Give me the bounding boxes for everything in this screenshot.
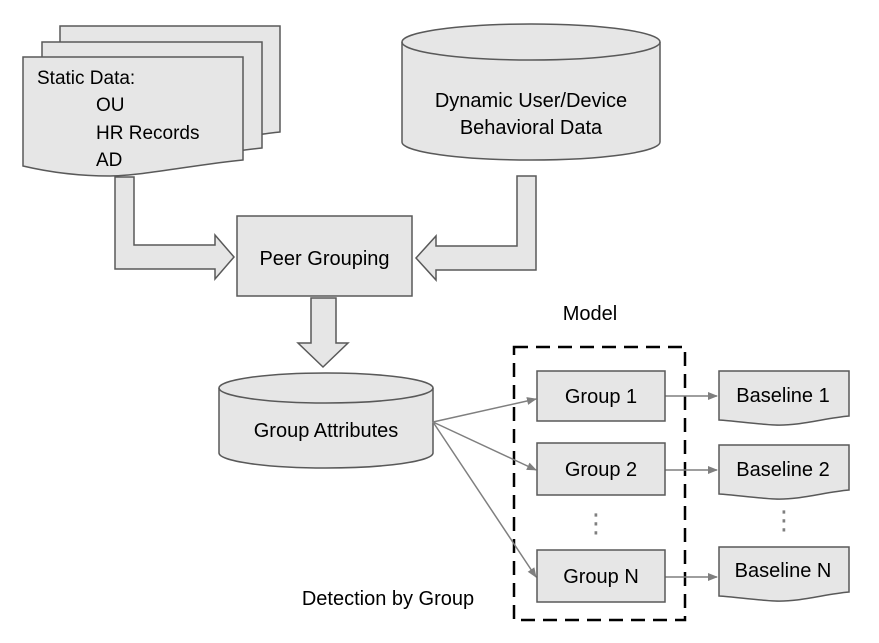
baseline-doc-2: Baseline 2 — [718, 444, 850, 500]
baselines-ellipsis: ⋮ — [771, 505, 797, 535]
groups-ellipsis: ⋮ — [583, 508, 609, 538]
static-data-item-ad: AD — [96, 150, 122, 171]
dynamic-data-cylinder — [401, 23, 661, 161]
baseline-doc-n: Baseline N — [718, 546, 850, 602]
peer-grouping-label: Peer Grouping — [259, 248, 389, 270]
static-data-documents — [22, 25, 281, 177]
block-arrow-static-to-peer — [114, 176, 235, 282]
detection-by-group-label: Detection by Group — [302, 588, 474, 610]
block-arrow-dynamic-to-peer — [414, 175, 537, 282]
arrow-attributes-to-group-2 — [432, 421, 537, 471]
arrow-attributes-to-group-n — [432, 421, 537, 578]
group-n-label: Group N — [563, 566, 639, 588]
baseline-doc-1: Baseline 1 — [718, 370, 850, 426]
group-box-1: Group 1 — [536, 370, 666, 422]
baseline-1-label: Baseline 1 — [736, 385, 829, 407]
group-attributes-label: Group Attributes — [254, 420, 399, 442]
group-2-label: Group 2 — [565, 459, 637, 481]
connector-arrows — [432, 392, 718, 581]
model-label: Model — [563, 303, 617, 325]
group-attributes-cylinder — [218, 372, 434, 469]
static-data-item-ou: OU — [96, 95, 125, 116]
block-arrow-peer-to-attributes — [296, 297, 350, 369]
group-1-label: Group 1 — [565, 386, 637, 408]
baseline-2-label: Baseline 2 — [736, 459, 829, 481]
static-data-title: Static Data: — [37, 68, 135, 89]
group-box-2: Group 2 — [536, 442, 666, 496]
model-dashed-container — [512, 345, 687, 622]
baseline-n-label: Baseline N — [735, 560, 832, 582]
dynamic-data-label-line1: Dynamic User/Device — [435, 90, 627, 112]
document-front — [22, 56, 244, 177]
peer-grouping-box — [236, 215, 413, 297]
group-box-n: Group N — [536, 549, 666, 603]
static-data-item-hr-records: HR Records — [96, 123, 199, 144]
arrow-attributes-to-group-1 — [432, 397, 537, 423]
dynamic-data-label-line2: Behavioral Data — [460, 117, 603, 139]
